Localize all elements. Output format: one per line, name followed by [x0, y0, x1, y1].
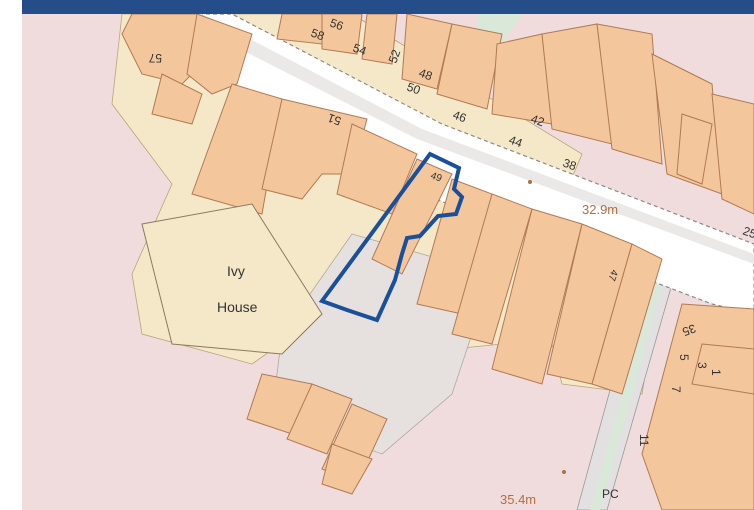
house-number-3: 3 [695, 362, 709, 369]
map-viewport[interactable]: 57 56 58 54 52 48 50 46 42 44 38 51 49 4… [22, 14, 754, 510]
house-number-11: 11 [637, 434, 651, 447]
house-number-25: 25 [741, 224, 754, 242]
house-number-47: 47 [605, 268, 619, 283]
place-name-ivy: Ivy [227, 263, 245, 279]
house-number-50: 50 [405, 80, 423, 98]
house-number-46: 46 [451, 108, 469, 126]
spot-height-2: 35.4m [500, 492, 536, 507]
house-number-labels: 57 56 58 54 52 48 50 46 42 44 38 51 49 4… [148, 16, 754, 447]
house-number-35: 35 [680, 321, 698, 339]
house-number-56: 56 [328, 16, 346, 34]
place-name-house: House [217, 299, 258, 315]
buildings-south-east [641, 303, 754, 510]
site-boundary-outline [318, 151, 465, 323]
house-number-38: 38 [561, 156, 579, 174]
road-verge [187, 14, 754, 264]
pc-label: PC [602, 487, 619, 501]
house-number-42: 42 [529, 112, 547, 130]
house-number-52: 52 [386, 47, 404, 65]
spot-height-1: 32.9m [582, 202, 618, 217]
spot-height-marker-1 [528, 180, 532, 184]
spot-height-marker-2 [562, 470, 566, 474]
house-number-49: 49 [429, 170, 444, 184]
house-number-44: 44 [507, 133, 525, 151]
window-title-bar [0, 0, 754, 14]
map-canvas[interactable]: 57 56 58 54 52 48 50 46 42 44 38 51 49 4… [22, 14, 754, 510]
house-number-57: 57 [148, 51, 162, 65]
ivy-house-plot [141, 203, 323, 355]
house-number-58: 58 [309, 26, 327, 44]
house-number-5: 5 [677, 354, 691, 361]
footpath [590, 284, 662, 510]
house-number-1: 1 [709, 369, 723, 376]
buildings-south-west [191, 83, 663, 395]
buildings-north [121, 14, 754, 215]
house-number-54: 54 [351, 41, 369, 59]
buildings-south-cluster [246, 373, 388, 495]
left-margin [0, 0, 22, 510]
house-number-7: 7 [669, 386, 683, 393]
house-number-51: 51 [325, 111, 343, 129]
house-number-48: 48 [417, 66, 435, 84]
